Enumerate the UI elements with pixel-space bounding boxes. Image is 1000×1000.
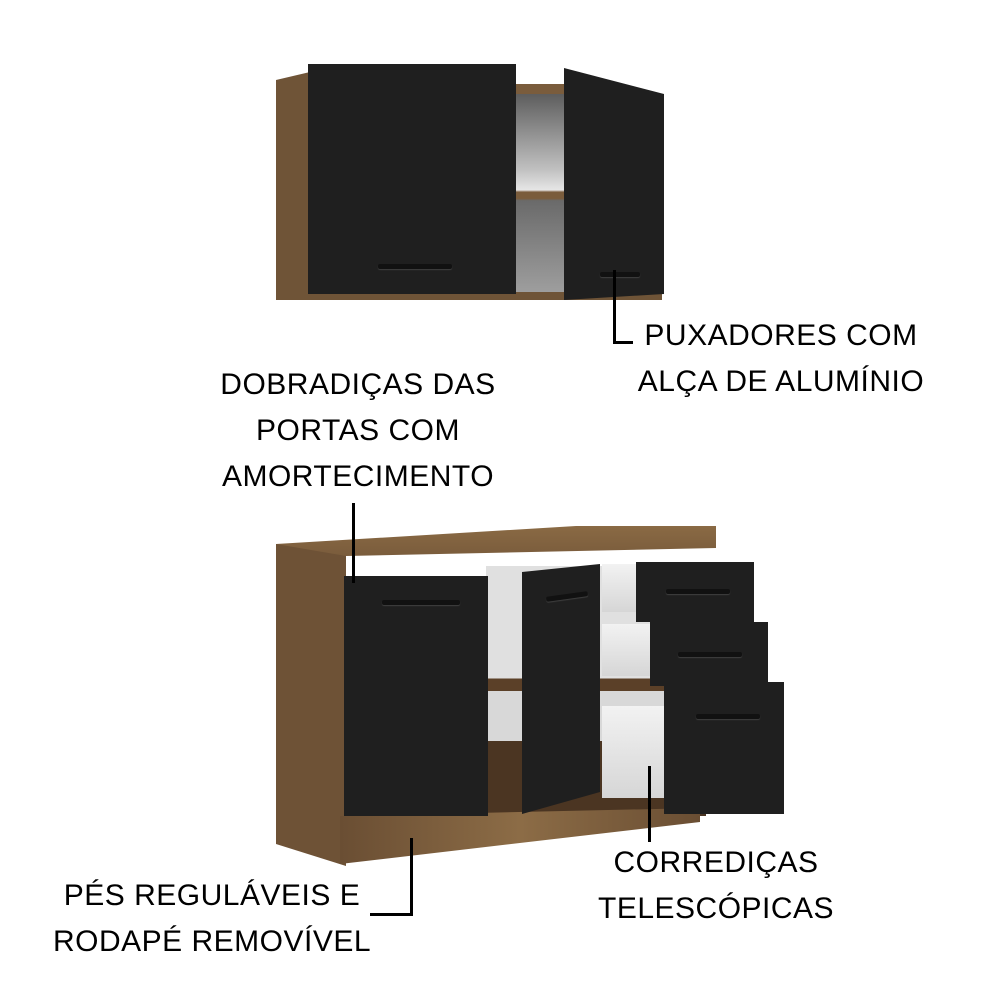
feet-leader-horizontal [370,913,413,916]
upper-cabinet [276,64,666,304]
callout-slides-line-1: CORREDIÇAS [613,846,819,879]
upper-cabinet-interior [514,84,566,296]
upper-right-door-handle [600,272,640,277]
base-left-door-handle [382,600,460,605]
callout-hinges-line-2: PORTAS COM [256,414,460,447]
feet-leader-vertical [410,838,413,916]
drawer-3-handle [696,714,760,719]
drawer-3-box [602,706,668,798]
upper-right-door[interactable] [564,68,664,300]
drawer-1-front[interactable] [636,562,754,622]
callout-feet-line-1: PÉS REGULÁVEIS E [63,879,361,912]
handles-leader-horizontal [613,341,633,344]
callout-handles-line-2: ALÇA DE ALUMÍNIO [637,365,925,398]
base-cabinet [276,526,788,866]
callout-hinges: DOBRADIÇAS DAS PORTAS COM AMORTECIMENTO [210,362,506,500]
handles-leader-vertical [613,270,616,344]
drawer-1-handle [666,589,730,594]
callout-feet-line-2: RODAPÉ REMOVÍVEL [52,925,372,958]
callout-handles: PUXADORES COM ALÇA DE ALUMÍNIO [630,313,932,405]
base-countertop [276,526,716,556]
drawer-1-box [602,564,642,612]
drawer-3-front[interactable] [664,682,784,814]
upper-cabinet-side [276,72,310,300]
upper-left-door[interactable] [308,64,516,294]
hinges-leader [352,503,355,583]
drawer-2-handle [678,652,742,657]
drawer-2-box [602,624,656,676]
callout-slides: CORREDIÇAS TELESCÓPICAS [598,840,834,932]
callout-hinges-line-3: AMORTECIMENTO [221,460,495,493]
upper-cabinet-bottom [306,292,662,300]
drawer-2-front[interactable] [650,622,768,686]
upper-left-door-handle [378,264,452,269]
base-right-door-handle [545,591,589,602]
base-right-door[interactable] [522,564,600,814]
callout-handles-line-1: PUXADORES COM [644,319,918,352]
base-left-door[interactable] [344,576,488,816]
callout-hinges-line-1: DOBRADIÇAS DAS [220,368,496,401]
callout-slides-line-2: TELESCÓPICAS [598,892,835,925]
callout-feet: PÉS REGULÁVEIS E RODAPÉ REMOVÍVEL [50,873,374,965]
base-side-panel [276,544,346,866]
slides-leader [648,766,651,842]
